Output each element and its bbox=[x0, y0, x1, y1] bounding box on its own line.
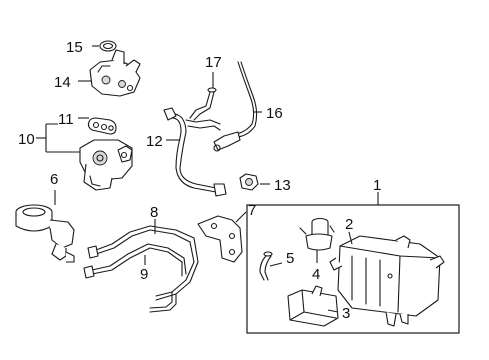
vent-valve-part bbox=[299, 217, 335, 251]
callout-4: 4 bbox=[312, 266, 320, 283]
callout-15: 15 bbox=[66, 39, 83, 56]
bracket-part bbox=[197, 215, 243, 263]
callout-13: 13 bbox=[274, 177, 291, 194]
callout-2: 2 bbox=[345, 216, 353, 233]
callout-11: 11 bbox=[58, 111, 74, 128]
canister-part bbox=[329, 235, 445, 327]
cover-part bbox=[287, 285, 339, 327]
callout-8: 8 bbox=[150, 204, 158, 221]
callout-12: 12 bbox=[146, 133, 163, 150]
callout-7: 7 bbox=[248, 202, 256, 219]
vacuum-hose-part bbox=[189, 87, 217, 121]
egr-valve-part bbox=[79, 139, 133, 191]
gasket-part bbox=[87, 117, 117, 135]
callout-6: 6 bbox=[50, 171, 58, 188]
oxygen-sensor-part bbox=[213, 61, 258, 152]
callout-14: 14 bbox=[54, 74, 71, 91]
solenoid-part bbox=[15, 204, 75, 263]
callout-5: 5 bbox=[286, 250, 294, 267]
hose-part bbox=[259, 251, 273, 281]
canister-group-box bbox=[246, 204, 460, 334]
o-ring-part bbox=[99, 40, 117, 52]
callout-1: 1 bbox=[373, 177, 381, 194]
egr-tube-part bbox=[163, 107, 227, 197]
vapor-line-part bbox=[83, 225, 199, 313]
nut-part bbox=[239, 173, 259, 191]
purge-valve-part bbox=[89, 49, 141, 97]
callout-16: 16 bbox=[266, 105, 283, 122]
callout-3: 3 bbox=[342, 305, 350, 322]
callout-9: 9 bbox=[140, 266, 148, 283]
callout-17: 17 bbox=[205, 54, 222, 71]
callout-10: 10 bbox=[18, 131, 35, 148]
